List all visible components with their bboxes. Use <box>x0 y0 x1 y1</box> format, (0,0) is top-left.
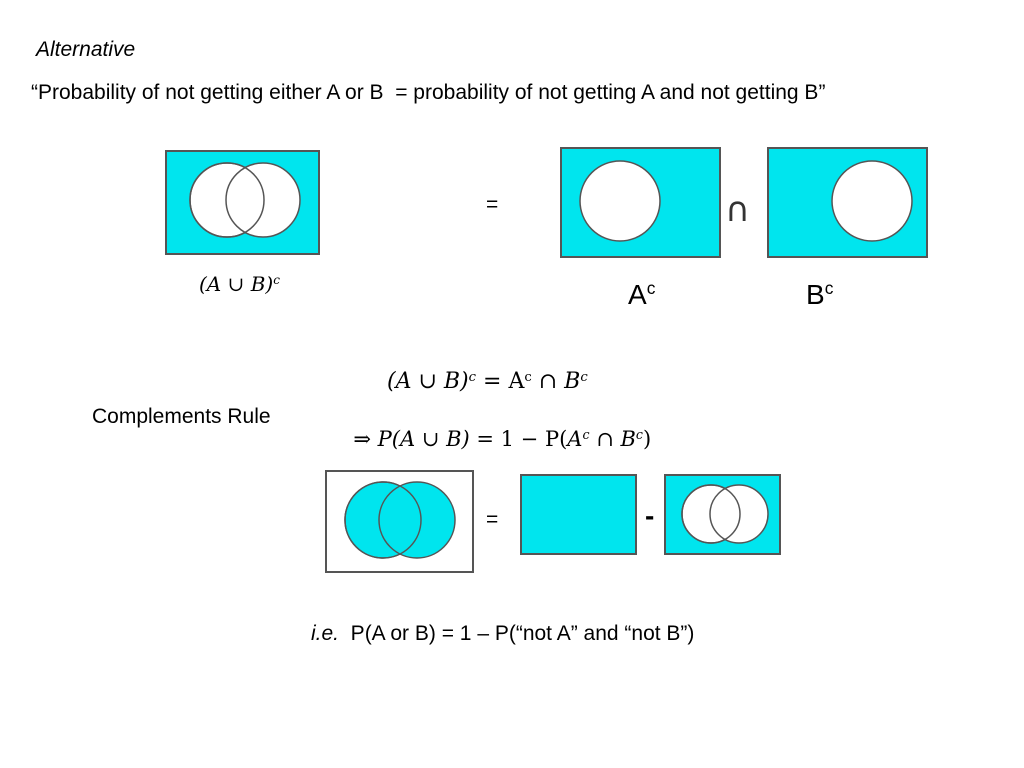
circle-b <box>378 481 456 559</box>
circle-a-outline <box>344 481 422 559</box>
de-morgan-identity: (A ∪ B)c = Ac ∩ Bc <box>387 369 588 394</box>
quote-statement: “Probability of not getting either A or … <box>31 81 826 104</box>
circle-a-outline <box>189 162 265 238</box>
venn-a-complement <box>560 147 721 258</box>
circle-b <box>225 162 301 238</box>
ie-prefix: i.e. <box>311 622 340 645</box>
circle-b <box>709 484 769 544</box>
venn-union <box>325 470 474 573</box>
venn-b-complement <box>767 147 928 258</box>
minus-sign: - <box>645 500 655 531</box>
ie-statement: i.e. P(A or B) = 1 – P(“not A” and “not … <box>311 622 694 646</box>
venn-union-complement <box>165 150 320 255</box>
universe-full <box>520 474 637 555</box>
heading: Alternative <box>36 38 136 61</box>
venn-union-complement-small <box>664 474 781 555</box>
universe-rect <box>520 474 637 555</box>
equals-sign-bottom: = <box>486 508 499 531</box>
complements-rule-formula: ⇒ P(A ∪ B) = 1 − P(Ac ∩ Bc) <box>353 427 652 451</box>
ie-text: P(A or B) = 1 – P(“not A” and “not B”) <box>339 622 695 645</box>
label-b-complement: Bc <box>806 277 834 310</box>
circle-a <box>579 160 661 242</box>
circle-a-outline <box>681 484 741 544</box>
equals-sign-top: = <box>486 193 499 216</box>
complements-rule-label: Complements Rule <box>92 405 271 428</box>
label-a-complement: Ac <box>628 277 656 310</box>
label-union-complement: (A ∪ B)c <box>199 272 280 296</box>
intersect-symbol: ∩ <box>725 190 750 230</box>
circle-b <box>831 160 913 242</box>
